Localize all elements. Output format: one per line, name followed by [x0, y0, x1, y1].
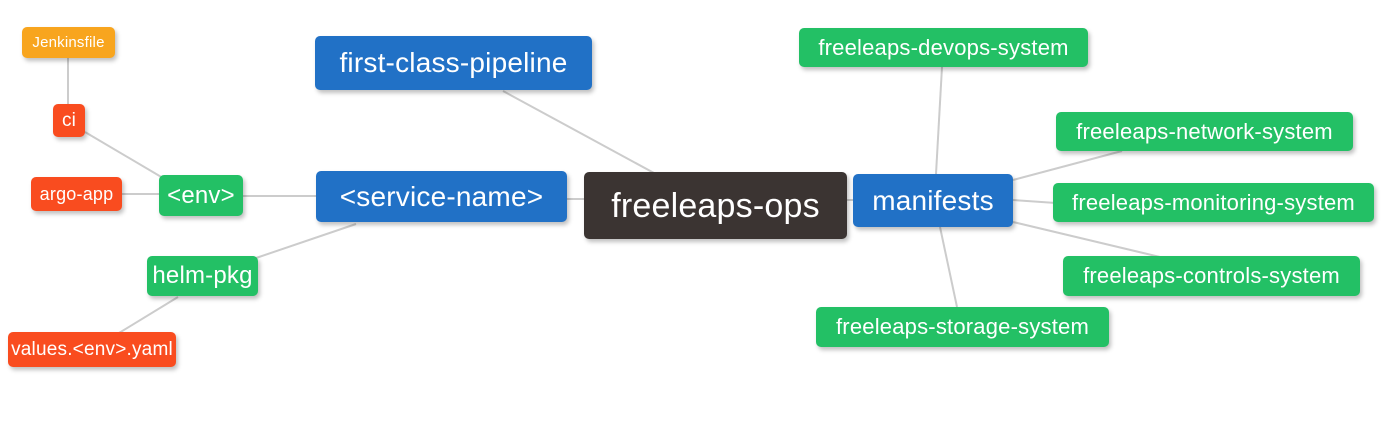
node-manifests[interactable]: manifests	[853, 174, 1013, 227]
node-network-system[interactable]: freeleaps-network-system	[1056, 112, 1353, 151]
edge-manifests-devops	[935, 66, 943, 175]
edge-manifests-monitoring	[1012, 199, 1057, 204]
edge-pipeline-ops	[502, 90, 655, 174]
edge-manifests-controls	[1012, 221, 1161, 258]
edge-service-name-helm-pkg	[255, 223, 357, 259]
node-env[interactable]: <env>	[159, 175, 243, 216]
node-monitoring-system[interactable]: freeleaps-monitoring-system	[1053, 183, 1374, 222]
node-freeleaps-ops[interactable]: freeleaps-ops	[584, 172, 847, 239]
node-first-class-pipeline[interactable]: first-class-pipeline	[315, 36, 592, 90]
edge-helm-pkg-values	[118, 296, 179, 334]
node-service-name[interactable]: <service-name>	[316, 171, 567, 222]
edge-manifests-network	[1012, 150, 1123, 181]
node-argo-app[interactable]: argo-app	[31, 177, 122, 211]
node-ci[interactable]: ci	[53, 104, 85, 137]
node-controls-system[interactable]: freeleaps-controls-system	[1063, 256, 1360, 296]
node-jenkinsfile[interactable]: Jenkinsfile	[22, 27, 115, 58]
edge-ci-env	[84, 131, 164, 179]
edge-manifests-storage	[939, 226, 958, 308]
node-storage-system[interactable]: freeleaps-storage-system	[816, 307, 1109, 347]
node-values-env-yaml[interactable]: values.<env>.yaml	[8, 332, 176, 367]
node-helm-pkg[interactable]: helm-pkg	[147, 256, 258, 296]
node-devops-system[interactable]: freeleaps-devops-system	[799, 28, 1088, 67]
